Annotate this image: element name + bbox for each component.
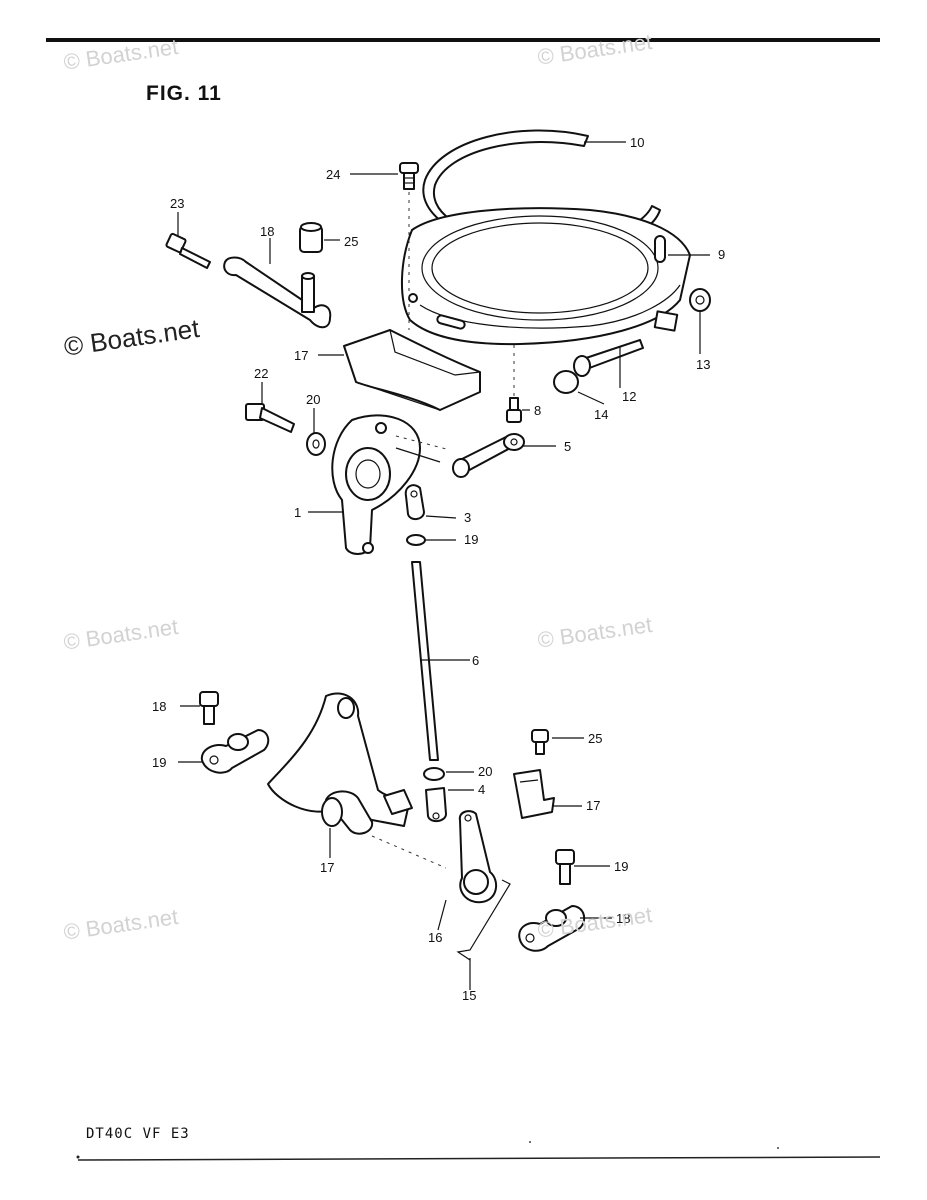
part-18-upper-bolt	[199, 691, 219, 725]
callout-19-upper: 19	[464, 532, 478, 547]
part-2-lower-connector	[425, 787, 447, 822]
part-5-pin	[506, 397, 522, 423]
part-17-upper-clamp	[200, 729, 270, 774]
callout-15: 18	[260, 224, 274, 239]
leader-lines	[177, 141, 710, 990]
callout-12: 16	[428, 930, 442, 945]
callout-2-lower: 4	[478, 782, 485, 797]
part-10-cap	[553, 370, 579, 394]
part-6-base-plate	[401, 207, 691, 346]
callout-18-upper: 18	[152, 699, 166, 714]
model-code: DT40C VF E3	[86, 1126, 190, 1142]
part-7-ring	[422, 129, 661, 252]
part-1-cam-plate	[331, 414, 451, 555]
callout-21: 22	[254, 366, 268, 381]
callout-19-lower: 20	[478, 764, 492, 779]
part-12-shift-lever	[458, 810, 498, 904]
callout-1: 1	[294, 505, 301, 520]
part-3-link-rod	[452, 433, 525, 478]
callout-16: 17	[320, 860, 334, 875]
callout-25: 25	[344, 234, 358, 249]
part-8-bolt	[573, 339, 644, 377]
callout-labels: 10 9 13 12 14 8 5 3 19 6 20 4 17 25 19 1…	[152, 135, 725, 1003]
part-2-upper-connector	[404, 484, 425, 520]
callout-3: 5	[564, 439, 571, 454]
part-22-bolt	[165, 232, 211, 269]
callout-9: 13	[696, 357, 710, 372]
callout-10: 14	[594, 407, 608, 422]
part-4-shift-rod	[411, 561, 439, 761]
part-13-bracket	[513, 769, 555, 819]
callout-17-lower: 18	[616, 911, 630, 926]
callout-20: 20	[306, 392, 320, 407]
callout-7: 10	[630, 135, 644, 150]
part-23-screw	[531, 729, 549, 755]
callout-13: 17	[586, 798, 600, 813]
part-21-bolt	[245, 403, 295, 433]
part-20-washer	[306, 432, 326, 456]
callout-18-lower: 19	[614, 859, 628, 874]
figure-title: FIG. 11	[146, 82, 222, 105]
part-25-grommet	[299, 222, 323, 253]
callout-11: 15	[462, 988, 476, 1003]
bottom-rule	[77, 1156, 881, 1161]
part-11-pin	[456, 879, 511, 961]
part-9-nut	[689, 288, 711, 312]
callout-14: 17	[294, 348, 308, 363]
part-18-lower-bolt	[555, 849, 575, 885]
callout-23: 25	[588, 731, 602, 746]
part-16-shaft-bracket	[267, 692, 413, 835]
callout-22: 23	[170, 196, 184, 211]
callout-5: 8	[534, 403, 541, 418]
callout-6: 9	[718, 247, 725, 262]
callout-8: 12	[622, 389, 636, 404]
callout-24: 24	[326, 167, 340, 182]
part-17-lower-clamp	[518, 905, 586, 952]
callout-17-upper: 19	[152, 755, 166, 770]
part-19-upper-washer	[406, 534, 426, 546]
part-19-lower-washer	[423, 767, 445, 781]
part-15-lever	[223, 256, 332, 329]
callout-4: 6	[472, 653, 479, 668]
part-14-wedge	[343, 329, 481, 411]
part-24-screw	[399, 162, 419, 190]
callout-2-upper: 3	[464, 510, 471, 525]
